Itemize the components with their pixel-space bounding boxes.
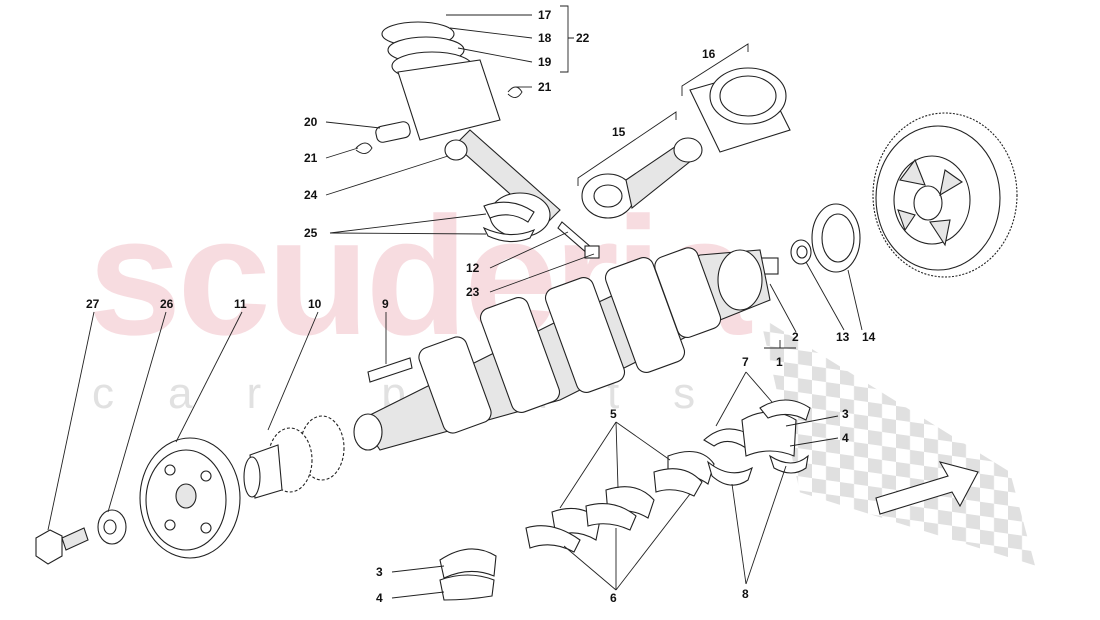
label-23: 23 [466, 285, 480, 299]
label-14: 14 [862, 330, 876, 344]
label-5: 5 [610, 407, 617, 421]
label-6: 6 [610, 591, 617, 605]
crankshaft [353, 247, 771, 451]
piston-assembly [355, 21, 561, 238]
label-15: 15 [612, 125, 626, 139]
label-18: 18 [538, 31, 552, 45]
part-labels: 17 18 19 22 21 20 21 24 25 12 23 15 16 2… [86, 8, 876, 605]
main-bearing-shells [525, 450, 715, 553]
leader-lines [47, 5, 863, 599]
piston [689, 67, 791, 153]
label-16: 16 [702, 47, 716, 61]
flywheel [872, 112, 1018, 278]
conrod-bearing-shells [482, 201, 536, 243]
label-3-bottom: 3 [376, 565, 383, 579]
pulley-washer [97, 509, 127, 545]
direction-arrow [875, 461, 979, 515]
label-27: 27 [86, 297, 100, 311]
label-25: 25 [304, 226, 318, 240]
label-19: 19 [538, 55, 552, 69]
woodruff-key [367, 357, 413, 383]
timing-gear [243, 415, 345, 499]
label-22: 22 [576, 31, 590, 45]
label-8: 8 [742, 587, 749, 601]
label-21-right: 21 [538, 80, 552, 94]
pulley-bolt [35, 527, 89, 565]
label-17: 17 [538, 8, 552, 22]
crank-pulley [139, 437, 241, 559]
label-26: 26 [160, 297, 174, 311]
label-11: 11 [234, 297, 247, 311]
pilot-bearing [790, 239, 812, 265]
thrust-washers [703, 399, 811, 486]
rear-oil-seal [811, 203, 861, 273]
label-2: 2 [792, 330, 799, 344]
label-7: 7 [742, 355, 749, 369]
label-12: 12 [466, 261, 480, 275]
conrod-bolts [557, 221, 600, 259]
label-4-right: 4 [842, 431, 849, 445]
label-21-left: 21 [304, 151, 318, 165]
label-10: 10 [308, 297, 322, 311]
thrust-bearing-shells [439, 548, 497, 601]
label-9: 9 [382, 297, 389, 311]
connecting-rod [581, 137, 703, 219]
label-20: 20 [304, 115, 318, 129]
label-24: 24 [304, 188, 318, 202]
label-3-right: 3 [842, 407, 849, 421]
label-4-bottom: 4 [376, 591, 383, 605]
label-13: 13 [836, 330, 850, 344]
label-1: 1 [776, 355, 783, 369]
